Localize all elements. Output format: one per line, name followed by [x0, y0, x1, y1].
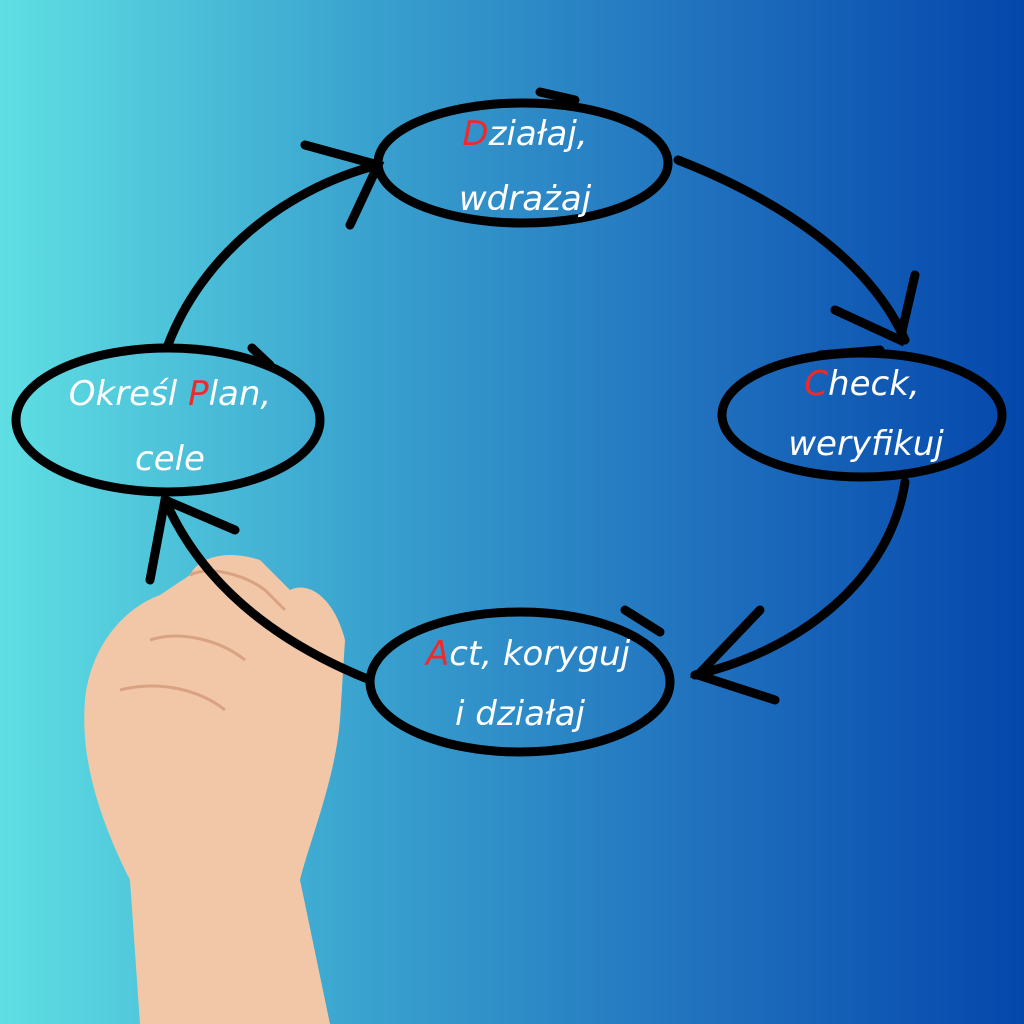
node-act-line2: i działaj [455, 694, 586, 734]
node-check-line1: Check, [804, 364, 919, 404]
arrow-check-to-act [690, 477, 910, 680]
node-act-line1: Act, koryguj [424, 634, 631, 674]
node-plan-line2: cele [135, 439, 205, 479]
node-do-line1: Działaj, [462, 114, 587, 154]
arrow-act-to-plan [160, 495, 375, 685]
hand-illustration [84, 555, 345, 1024]
arrow-plan-to-do [163, 160, 383, 350]
node-do-line2: wdrażaj [459, 179, 592, 219]
arrow-do-to-check [673, 155, 910, 345]
node-plan-line1: Określ Plan, [69, 374, 271, 414]
node-check-line2: weryfikuj [788, 424, 944, 464]
